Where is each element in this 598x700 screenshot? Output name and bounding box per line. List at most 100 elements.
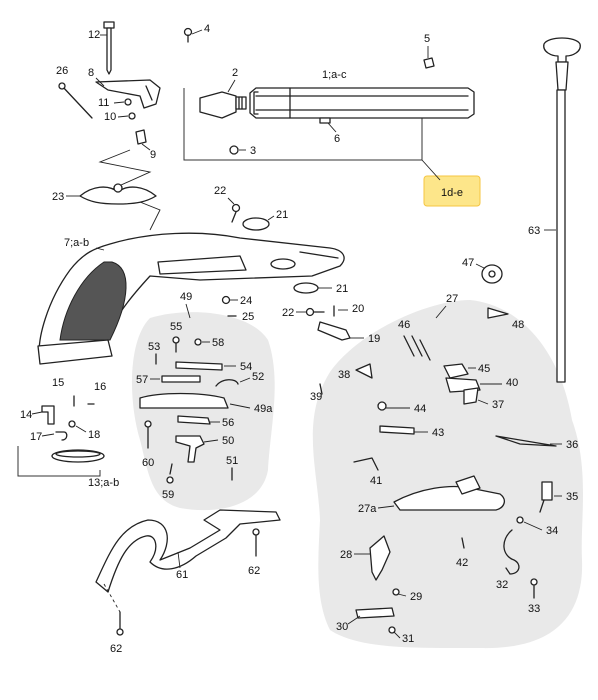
callout-62-right[interactable]: 62 <box>248 565 260 577</box>
pin-39 <box>319 383 323 395</box>
screw-34 <box>516 516 524 524</box>
callout-57[interactable]: 57 <box>136 374 148 386</box>
callout-48[interactable]: 48 <box>512 319 524 331</box>
callout-2[interactable]: 2 <box>232 67 238 79</box>
callout-59[interactable]: 59 <box>162 489 174 501</box>
callout-49a[interactable]: 49a <box>254 403 273 415</box>
mainspring-36 <box>495 435 557 447</box>
screw-33 <box>530 578 538 599</box>
bolt-19 <box>317 321 351 341</box>
callout-22-lower[interactable]: 22 <box>282 307 294 319</box>
escutcheon-21-upper <box>242 217 270 231</box>
callout-5[interactable]: 5 <box>424 33 430 45</box>
callout-1d-e[interactable]: 1d-e <box>441 187 463 199</box>
callout-45[interactable]: 45 <box>478 363 490 375</box>
screw-60 <box>144 420 152 449</box>
callout-28[interactable]: 28 <box>340 549 352 561</box>
callout-21-lower[interactable]: 21 <box>336 283 348 295</box>
breech-plug <box>199 91 247 119</box>
callout-56[interactable]: 56 <box>222 417 234 429</box>
callout-10[interactable]: 10 <box>104 111 116 123</box>
callout-25[interactable]: 25 <box>242 311 254 323</box>
callout-58[interactable]: 58 <box>212 337 224 349</box>
callout-27[interactable]: 27 <box>446 293 458 305</box>
spring-9 <box>135 129 147 145</box>
callout-36[interactable]: 36 <box>566 439 578 451</box>
callout-34[interactable]: 34 <box>546 525 558 537</box>
callout-40[interactable]: 40 <box>506 377 518 389</box>
callout-15[interactable]: 15 <box>52 377 64 389</box>
callout-29[interactable]: 29 <box>410 591 422 603</box>
ramrod <box>543 37 581 383</box>
washer-47 <box>481 264 503 284</box>
callout-62-left[interactable]: 62 <box>110 643 122 655</box>
callout-13-a-b[interactable]: 13;a-b <box>88 477 119 489</box>
callout-39[interactable]: 39 <box>310 391 322 403</box>
callout-41[interactable]: 41 <box>370 475 382 487</box>
callout-18[interactable]: 18 <box>88 429 100 441</box>
screw-58 <box>194 338 202 346</box>
ornament-23 <box>79 183 157 205</box>
callout-44[interactable]: 44 <box>414 403 426 415</box>
callout-43[interactable]: 43 <box>432 427 444 439</box>
callout-53[interactable]: 53 <box>148 341 160 353</box>
callout-17[interactable]: 17 <box>30 431 42 443</box>
spring-43 <box>379 425 415 435</box>
pin-42 <box>461 537 465 549</box>
callout-24[interactable]: 24 <box>240 295 252 307</box>
callout-61[interactable]: 61 <box>176 569 188 581</box>
screw-12 <box>103 21 115 75</box>
callout-20[interactable]: 20 <box>352 303 364 315</box>
bar-30 <box>355 607 395 619</box>
bracket-14 <box>41 405 55 425</box>
callout-47[interactable]: 47 <box>462 257 474 269</box>
callout-11[interactable]: 11 <box>98 97 109 109</box>
callout-6[interactable]: 6 <box>334 133 340 145</box>
callout-7-a-b[interactable]: 7;a-b <box>64 237 89 249</box>
callout-37[interactable]: 37 <box>492 399 504 411</box>
callout-8[interactable]: 8 <box>88 67 94 79</box>
callout-12[interactable]: 12 <box>88 29 100 41</box>
callout-50[interactable]: 50 <box>222 435 234 447</box>
callout-14[interactable]: 14 <box>20 409 32 421</box>
callout-30[interactable]: 30 <box>336 621 348 633</box>
callout-33[interactable]: 33 <box>528 603 540 615</box>
callout-1-a-c[interactable]: 1;a-c <box>322 69 347 81</box>
callout-21-upper[interactable]: 21 <box>276 209 288 221</box>
callout-54[interactable]: 54 <box>240 361 252 373</box>
sear-37 <box>463 387 479 405</box>
hook-17 <box>55 431 68 441</box>
lockplate-27a <box>393 475 506 511</box>
callout-63[interactable]: 63 <box>528 225 540 237</box>
callout-42[interactable]: 42 <box>456 557 468 569</box>
callout-35[interactable]: 35 <box>566 491 578 503</box>
callout-19[interactable]: 19 <box>368 333 380 345</box>
callout-9[interactable]: 9 <box>150 149 156 161</box>
bar-57 <box>161 375 201 383</box>
callout-23[interactable]: 23 <box>52 191 64 203</box>
callout-60[interactable]: 60 <box>142 457 154 469</box>
screw-44 <box>377 401 387 411</box>
barrel <box>249 87 475 124</box>
callout-16[interactable]: 16 <box>94 381 106 393</box>
callout-38[interactable]: 38 <box>338 369 350 381</box>
callout-55[interactable]: 55 <box>170 321 182 333</box>
callout-3[interactable]: 3 <box>250 145 256 157</box>
callout-51[interactable]: 51 <box>226 455 238 467</box>
callout-46[interactable]: 46 <box>398 319 410 331</box>
callout-31[interactable]: 31 <box>402 633 414 645</box>
callout-49[interactable]: 49 <box>180 291 192 303</box>
pin-26 <box>58 82 93 119</box>
wedge-48 <box>487 307 509 319</box>
callout-26[interactable]: 26 <box>56 65 68 77</box>
lever-41 <box>353 457 379 471</box>
callout-22-upper[interactable]: 22 <box>214 185 226 197</box>
nipple-35 <box>539 481 553 513</box>
callout-32[interactable]: 32 <box>496 579 508 591</box>
screw-29 <box>392 588 400 596</box>
callout-27a[interactable]: 27a <box>358 503 377 515</box>
screw-18 <box>68 420 76 428</box>
callout-4[interactable]: 4 <box>204 23 210 35</box>
callout-52[interactable]: 52 <box>252 371 264 383</box>
